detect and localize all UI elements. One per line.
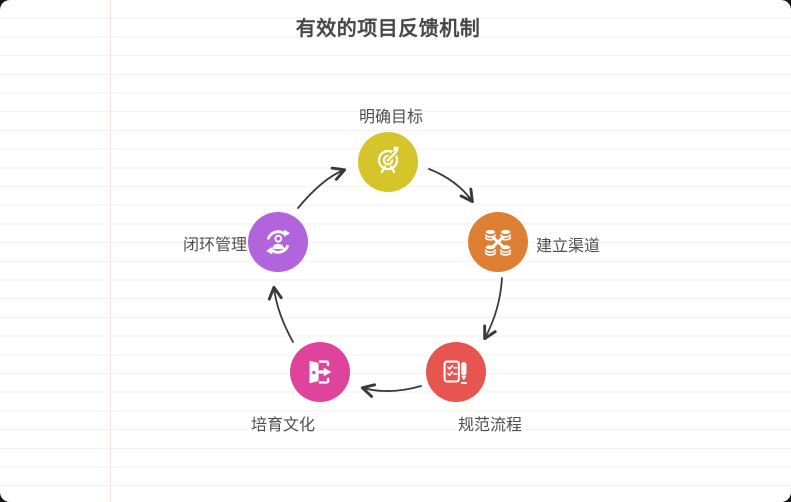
label-cultivate-culture: 培育文化 [250, 417, 315, 434]
arrow-culture-to-loop [267, 285, 294, 343]
checklist-pen-icon [443, 360, 467, 384]
node-standardize-process [426, 342, 486, 402]
person-cycle-icon [266, 229, 290, 255]
arrow-goals-to-channels [428, 168, 474, 204]
coin-stacks-icon [484, 230, 512, 256]
label-clarify-goals: 明确目标 [358, 109, 423, 126]
target-icon [377, 146, 400, 174]
label-establish-channels: 建立渠道 [536, 238, 601, 255]
background-grid-vline [110, 0, 111, 502]
node-establish-channels [468, 212, 528, 272]
node-cultivate-culture [290, 342, 350, 402]
page-title: 有效的项目反馈机制 [295, 18, 481, 40]
arrow-channels-to-process [483, 277, 503, 341]
arrow-loop-to-goals [297, 166, 347, 209]
node-clarify-goals [358, 132, 418, 192]
node-closed-loop-management [248, 212, 308, 272]
door-exit-icon [309, 360, 332, 384]
arrow-process-to-culture [360, 383, 422, 398]
label-standardize-process: 规范流程 [457, 417, 522, 434]
label-closed-loop-management: 闭环管理 [182, 237, 247, 254]
